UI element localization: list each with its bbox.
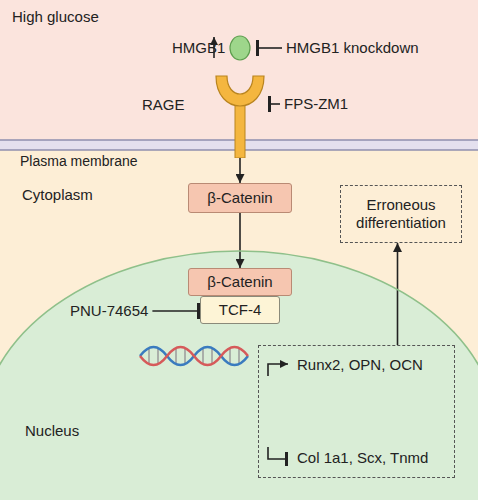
activation-arrow bbox=[239, 213, 241, 268]
protein-symbol bbox=[230, 36, 250, 60]
node-text: Erroneous differentiation bbox=[347, 196, 455, 232]
gene-expression-box: Runx2, OPN, OCN Col 1a1, Scx, Tnmd bbox=[258, 345, 455, 478]
node-text: HMGB1 bbox=[172, 39, 225, 57]
inhibitor-label: HMGB1 knockdown bbox=[282, 37, 423, 59]
receptor-symbol bbox=[212, 72, 268, 158]
repression-bar bbox=[268, 447, 288, 459]
inhibition-connector bbox=[152, 310, 200, 312]
node-text: β-Catenin bbox=[207, 189, 272, 207]
beta-catenin-box: β-Catenin bbox=[188, 183, 292, 213]
node-text: PNU-74654 bbox=[70, 302, 148, 320]
cytoplasm-region: Cytoplasmβ-CateninErroneous differentiat… bbox=[0, 150, 478, 500]
node-text: HMGB1 knockdown bbox=[286, 39, 419, 57]
hmgb1-protein: HMGB1 bbox=[224, 32, 256, 64]
rage-receptor: RAGE bbox=[212, 72, 268, 158]
protein-symbol bbox=[224, 32, 256, 64]
activation-arrow bbox=[239, 158, 241, 183]
outcome-box: Erroneous differentiation bbox=[340, 185, 462, 243]
node-text: Nucleus bbox=[25, 422, 453, 440]
nucleus-ground bbox=[0, 251, 478, 500]
activation-arrow bbox=[397, 243, 399, 345]
gene-list: Col 1a1, Scx, Tnmd bbox=[297, 449, 428, 467]
node-text: TCF-4 bbox=[219, 301, 262, 319]
node-text: β-Catenin bbox=[207, 273, 272, 291]
beta-catenin-box: β-Catenin bbox=[188, 268, 292, 296]
extracellular-band: High glucoseHMGB1 HMGB1 knockdownRAGE FPS-… bbox=[0, 0, 478, 145]
inhibition-connector bbox=[268, 103, 280, 105]
gene-list: Runx2, OPN, OCN bbox=[297, 356, 423, 374]
nucleus-outline bbox=[0, 251, 478, 500]
node-text: RAGE bbox=[142, 96, 185, 114]
inhibitor-label: PNU-74654 bbox=[66, 300, 152, 322]
membrane-label: Plasma membrane bbox=[20, 153, 138, 170]
inhibition-connector bbox=[256, 47, 282, 49]
activation-arrow bbox=[268, 364, 288, 376]
receptor-cup bbox=[216, 76, 264, 106]
dna-helix bbox=[140, 347, 248, 365]
nucleus-region: Nucleus β-CateninTCF-4 PNU-74654Runx2, OPN… bbox=[0, 250, 478, 500]
inhibitor-label: FPS-ZM1 bbox=[280, 93, 352, 115]
node-text: High glucose bbox=[12, 8, 466, 26]
node-text: FPS-ZM1 bbox=[284, 95, 348, 113]
tcf4-box: TCF-4 bbox=[200, 296, 280, 324]
receptor-stem bbox=[235, 104, 245, 158]
